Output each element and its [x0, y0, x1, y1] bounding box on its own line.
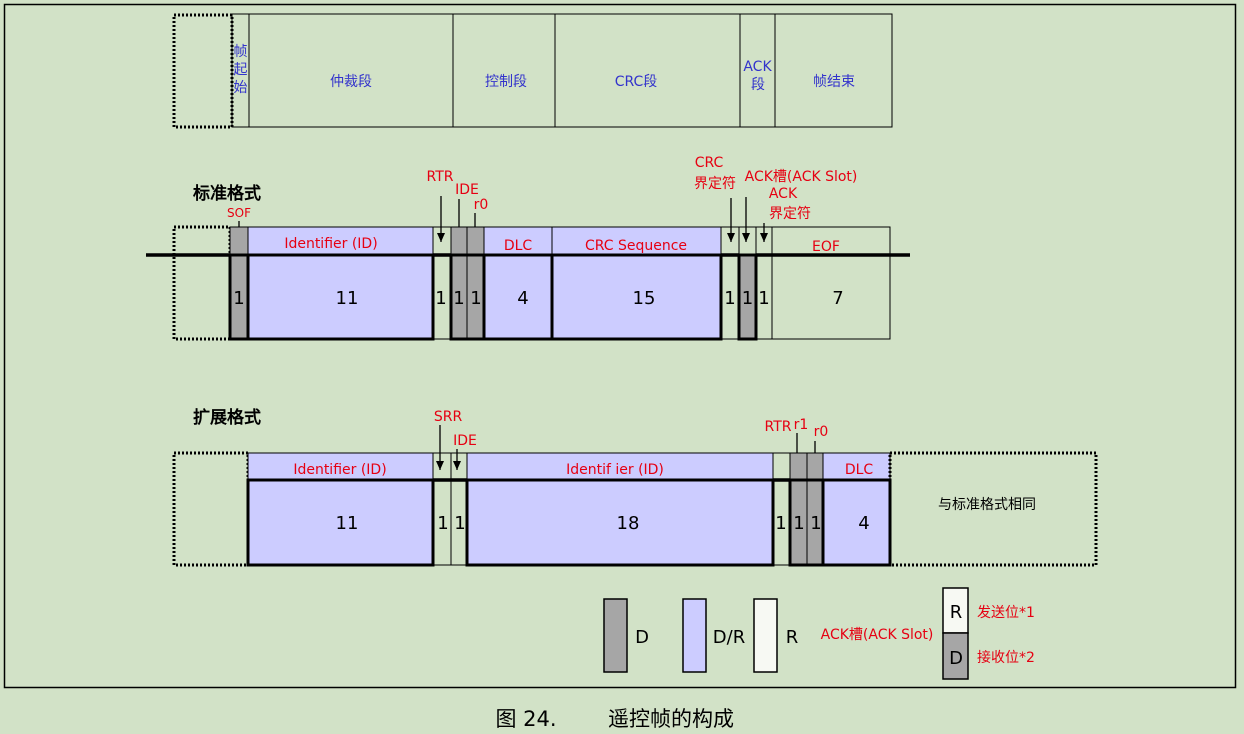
r0-bit-fill	[466, 226, 485, 340]
identifier-bit-count: 11	[336, 288, 359, 309]
dlc-field-box	[821, 478, 892, 567]
r1-bit-fill	[789, 452, 808, 566]
figure-caption-title: 遥控帧的构成	[608, 707, 734, 731]
segment-control-label: 控制段	[485, 74, 527, 90]
segment-row: 帧 起 始 仲裁段 控制段 CRC段 ACK 段 帧结束	[172, 13, 893, 129]
r0-bit-fill	[806, 452, 824, 566]
rtr-label: RTR	[765, 419, 792, 435]
srr-label: SRR	[434, 409, 463, 425]
r0-bit-count: 1	[470, 288, 481, 309]
dlc-field-fill	[822, 452, 891, 566]
crc-sequence-field-box	[550, 253, 723, 341]
legend-transmit-note: 发送位*1	[977, 605, 1035, 621]
legend-dominant-label: D	[635, 627, 649, 648]
rtr-bit-count: 1	[435, 288, 446, 309]
remainder-note: 与标准格式相同	[938, 497, 1036, 513]
segment-sof-label-char: 始	[234, 80, 248, 96]
ack-slot-label: ACK槽(ACK Slot)	[745, 169, 858, 185]
r0-bit-count: 1	[810, 513, 821, 534]
legend-dominant-or-recessive-label: D/R	[713, 627, 745, 648]
segment-crc-label: CRC段	[615, 74, 658, 90]
legend-recessive-label: R	[786, 627, 799, 648]
base-identifier-bit-count: 11	[336, 513, 359, 534]
eof-bit-count: 7	[832, 288, 843, 309]
r1-bit-count: 1	[793, 513, 804, 534]
crc-delimiter-label-line1: CRC	[695, 155, 724, 171]
r1-label: r1	[794, 417, 809, 433]
segment-arbitration-label: 仲裁段	[330, 74, 372, 90]
crc-sequence-bit-count: 15	[633, 288, 656, 309]
ack-delimiter-label-line2: 界定符	[769, 206, 811, 222]
base-identifier-field-fill	[247, 452, 434, 566]
segment-eof-label: 帧结束	[813, 74, 855, 90]
remainder-dotted-box	[888, 451, 1098, 567]
extended-identifier-field-label: Identif ier (ID)	[566, 462, 664, 478]
extended-format: 扩展格式 SRR IDE RTR r1 r0 与标准格式相同 Identifie…	[172, 407, 1098, 567]
eof-field-outline	[771, 226, 891, 340]
ack-slot-bit-count: 1	[742, 288, 753, 309]
crc-delimiter-label-line2: 界定符	[694, 176, 736, 192]
ide-label: IDE	[455, 182, 479, 198]
extended-identifier-bit-count: 18	[617, 513, 640, 534]
standard-format-title: 标准格式	[193, 183, 261, 204]
ack-slot-dominant-box	[737, 253, 758, 341]
legend-dominant-swatch	[603, 598, 628, 673]
ack-delimiter-bit-count: 1	[758, 288, 769, 309]
base-identifier-field-box	[246, 478, 435, 567]
extended-identifier-field-box	[465, 478, 775, 567]
legend-receive-note: 接收位*2	[977, 649, 1035, 666]
legend-recessive-swatch	[753, 598, 778, 673]
sof-bit-fill	[229, 226, 249, 340]
dlc-bit-count: 4	[517, 288, 528, 309]
identifier-field-label: Identifier (ID)	[284, 236, 377, 252]
crc-sequence-field-label: CRC Sequence	[585, 238, 687, 254]
crc-sequence-field-fill	[551, 226, 722, 340]
legend-ack-receive-bit-label: D	[949, 648, 963, 669]
legend: D D/R R ACK槽(ACK Slot) R D 发送位*1 接收位*2	[603, 587, 1035, 680]
figure-caption: 图 24. 遥控帧的构成	[495, 707, 734, 731]
ack-delimiter-label-line1: ACK	[769, 186, 798, 202]
sof-label: SOF	[227, 206, 251, 220]
dlc-field-fill	[483, 226, 553, 340]
legend-ack-transmit-bit-label: R	[950, 602, 963, 623]
crc-delimiter-bit-count: 1	[724, 288, 735, 309]
legend-ack-slot-label: ACK槽(ACK Slot)	[821, 627, 934, 643]
standard-format: 标准格式 RTR IDE r0 SOF CRC 界定符 ACK槽(ACK Slo…	[146, 155, 910, 341]
identifier-field-fill	[247, 226, 434, 340]
dlc-field-label: DLC	[845, 462, 874, 478]
segment-sof-label-char: 帧	[234, 44, 248, 60]
ide-bit-count: 1	[454, 513, 465, 534]
figure-caption-number: 图 24.	[495, 707, 556, 731]
r0-label: r0	[814, 424, 829, 440]
diagram-frame	[3, 3, 1237, 689]
srr-bit-count: 1	[437, 513, 448, 534]
segment-ack-label-line2: 段	[751, 77, 765, 93]
dlc-field-label: DLC	[504, 238, 533, 254]
legend-dominant-or-recessive-swatch	[682, 598, 707, 673]
ide-bit-count: 1	[453, 288, 464, 309]
identifier-field-box	[246, 253, 435, 341]
ide-label: IDE	[453, 433, 477, 449]
rtr-label: RTR	[427, 169, 454, 185]
segment-sof-label-char: 起	[234, 62, 248, 78]
r0-label: r0	[474, 197, 489, 213]
base-identifier-field-label: Identifier (ID)	[293, 462, 386, 478]
dlc-bit-count: 4	[858, 513, 869, 534]
sof-bit-count: 1	[233, 288, 244, 309]
legend-ack-receive-bit-box	[942, 632, 969, 680]
extended-format-title: 扩展格式	[193, 407, 261, 428]
eof-field-label: EOF	[812, 239, 840, 255]
segment-eof-box	[774, 13, 893, 128]
segment-ack-label-line1: ACK	[743, 59, 772, 75]
rtr-bit-count: 1	[775, 513, 786, 534]
ide-bit-fill	[450, 226, 468, 340]
